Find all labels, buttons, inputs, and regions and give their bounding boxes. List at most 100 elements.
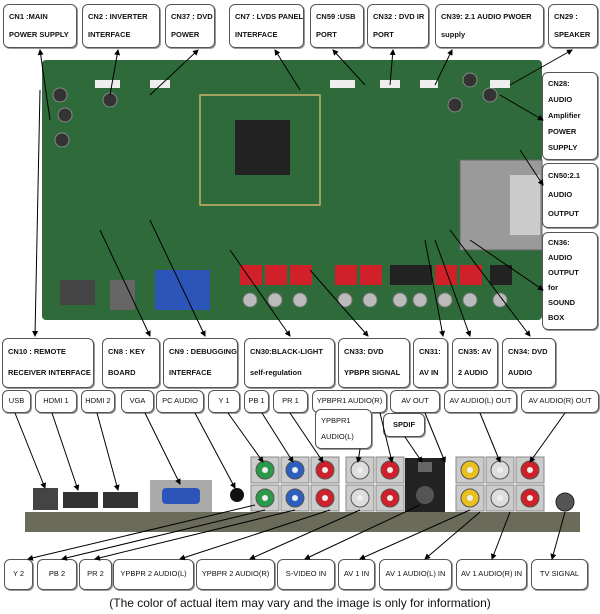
pointer-arrow [37,49,51,121]
rca-pin [497,467,503,473]
label-y2: Y 2 [4,559,33,590]
pointer-arrow [61,509,266,561]
label-text: BOARD [108,368,136,378]
pointer-arrow [355,448,362,463]
label-text: PR 2 [87,569,104,579]
pointer-arrow [179,509,331,561]
label-text: AV AUDIO(R) OUT [528,396,592,406]
pc-audio-jack [230,488,244,502]
hdmi2-port [103,492,138,508]
rca-jack [437,292,453,308]
pointer-arrow [469,239,544,291]
label-cn31: CN31:AV IN [413,338,448,388]
label-text: SPDIF [392,419,416,429]
rca-pin [387,467,393,473]
pointer-arrow [14,412,46,489]
label-text: POWER [171,29,200,39]
label-text: HDMI 1 [43,396,69,406]
rca-block [435,265,457,285]
label-text: CN37 : DVD [171,11,213,21]
label-text: CN50:2.1 [548,171,581,181]
scaler-area-outline [199,94,321,206]
rca-pin [322,495,328,501]
label-spdif: SPDIF [383,413,425,437]
label-text: SUPPLY [548,142,578,152]
label-text: RECEIVER INTERFACE [8,368,91,378]
label-text: BOX [548,313,565,323]
rca-block [335,265,357,285]
label-text: CN33: DVD [344,347,384,357]
label-avout: AV OUT [390,390,440,413]
usb-port [33,488,58,510]
pointer-arrow [434,49,453,86]
spdif-port [418,462,432,472]
disclaimer-caption: (The color of actual item may vary and t… [109,596,491,610]
pointer-arrow [109,49,121,96]
label-text: AV 1 AUDIO(R) IN [460,569,523,579]
pointer-arrow [144,412,181,485]
rca-jack [337,292,353,308]
label-text: YPBPR1 [321,415,351,425]
pointer-arrow [51,412,80,491]
rca-jack [462,292,478,308]
label-text: PB 1 [248,396,265,406]
label-text: SPEAKER [554,29,591,39]
svideo-port [416,486,434,504]
rca-pin [357,495,363,501]
header-connector [490,80,510,88]
label-text: Y 1 [218,396,230,406]
rca-jack [492,292,508,308]
label-cn37: CN37 : DVD POWER [165,4,215,48]
pointer-arrow [479,412,501,463]
label-text: self-regulation [250,368,302,378]
capacitor [52,87,68,103]
rca-pin [262,467,268,473]
label-text: CN2 : INVERTER [88,11,148,21]
label-ypbpr2r: YPBPR 2 AUDIO(R) [196,559,275,590]
pointer-arrow [94,509,296,561]
header-connector [95,80,120,88]
label-text: CN59 :USB [316,11,356,21]
header-connector [420,80,438,88]
rca-jack [292,292,308,308]
label-text: VGA [129,396,146,406]
label-avrout: AV AUDIO(R) OUT [521,390,599,413]
rca-pin [497,495,503,501]
pointer-arrow [424,412,446,463]
pointer-arrow [332,49,366,86]
label-text: TV SIGNAL [539,569,580,579]
pointer-arrow [424,239,446,337]
header-connector [330,80,355,88]
rca-pin [292,495,298,501]
label-text: AUDIO [548,253,573,263]
pointer-arrow [359,509,471,560]
rca-pin [387,495,393,501]
rca-block [360,265,382,285]
pointer-arrow [499,94,544,121]
label-text: Y 2 [12,569,25,579]
rca-pin [467,495,473,501]
label-text: PORT [373,29,394,39]
label-text: for [548,283,558,293]
label-text: CN32 : DVD IR [373,11,425,21]
pointer-arrow [99,229,151,337]
label-text: AV AUDIO(L) OUT [449,396,512,406]
label-text: AUDIO [508,368,533,378]
label-pcaudio: PC AUDIO [156,390,204,413]
rca-pin [262,495,268,501]
tuner-sticker [510,175,540,235]
rca-pin [467,467,473,473]
pointer-arrow [274,49,301,91]
label-text: S-VIDEO IN [285,569,327,579]
label-text: Amplifier [548,110,581,120]
